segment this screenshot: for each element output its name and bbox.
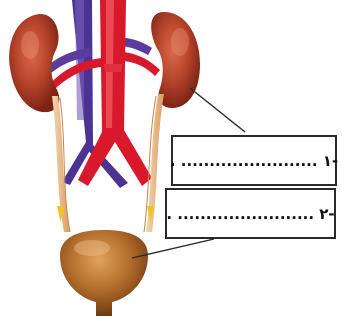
label-box-2[interactable]: . ........................ ٢- (165, 188, 336, 239)
urine-flow-arrows (57, 206, 154, 222)
label-text-2: . ........................ ٢- (166, 205, 334, 223)
left-kidney (9, 14, 59, 112)
right-kidney (151, 12, 200, 108)
label-box-1[interactable]: . ........................ ١- (171, 135, 337, 186)
label-text-1: . ........................ ١- (170, 152, 338, 170)
urinary-bladder (60, 230, 148, 316)
leader-line-1 (190, 88, 245, 132)
